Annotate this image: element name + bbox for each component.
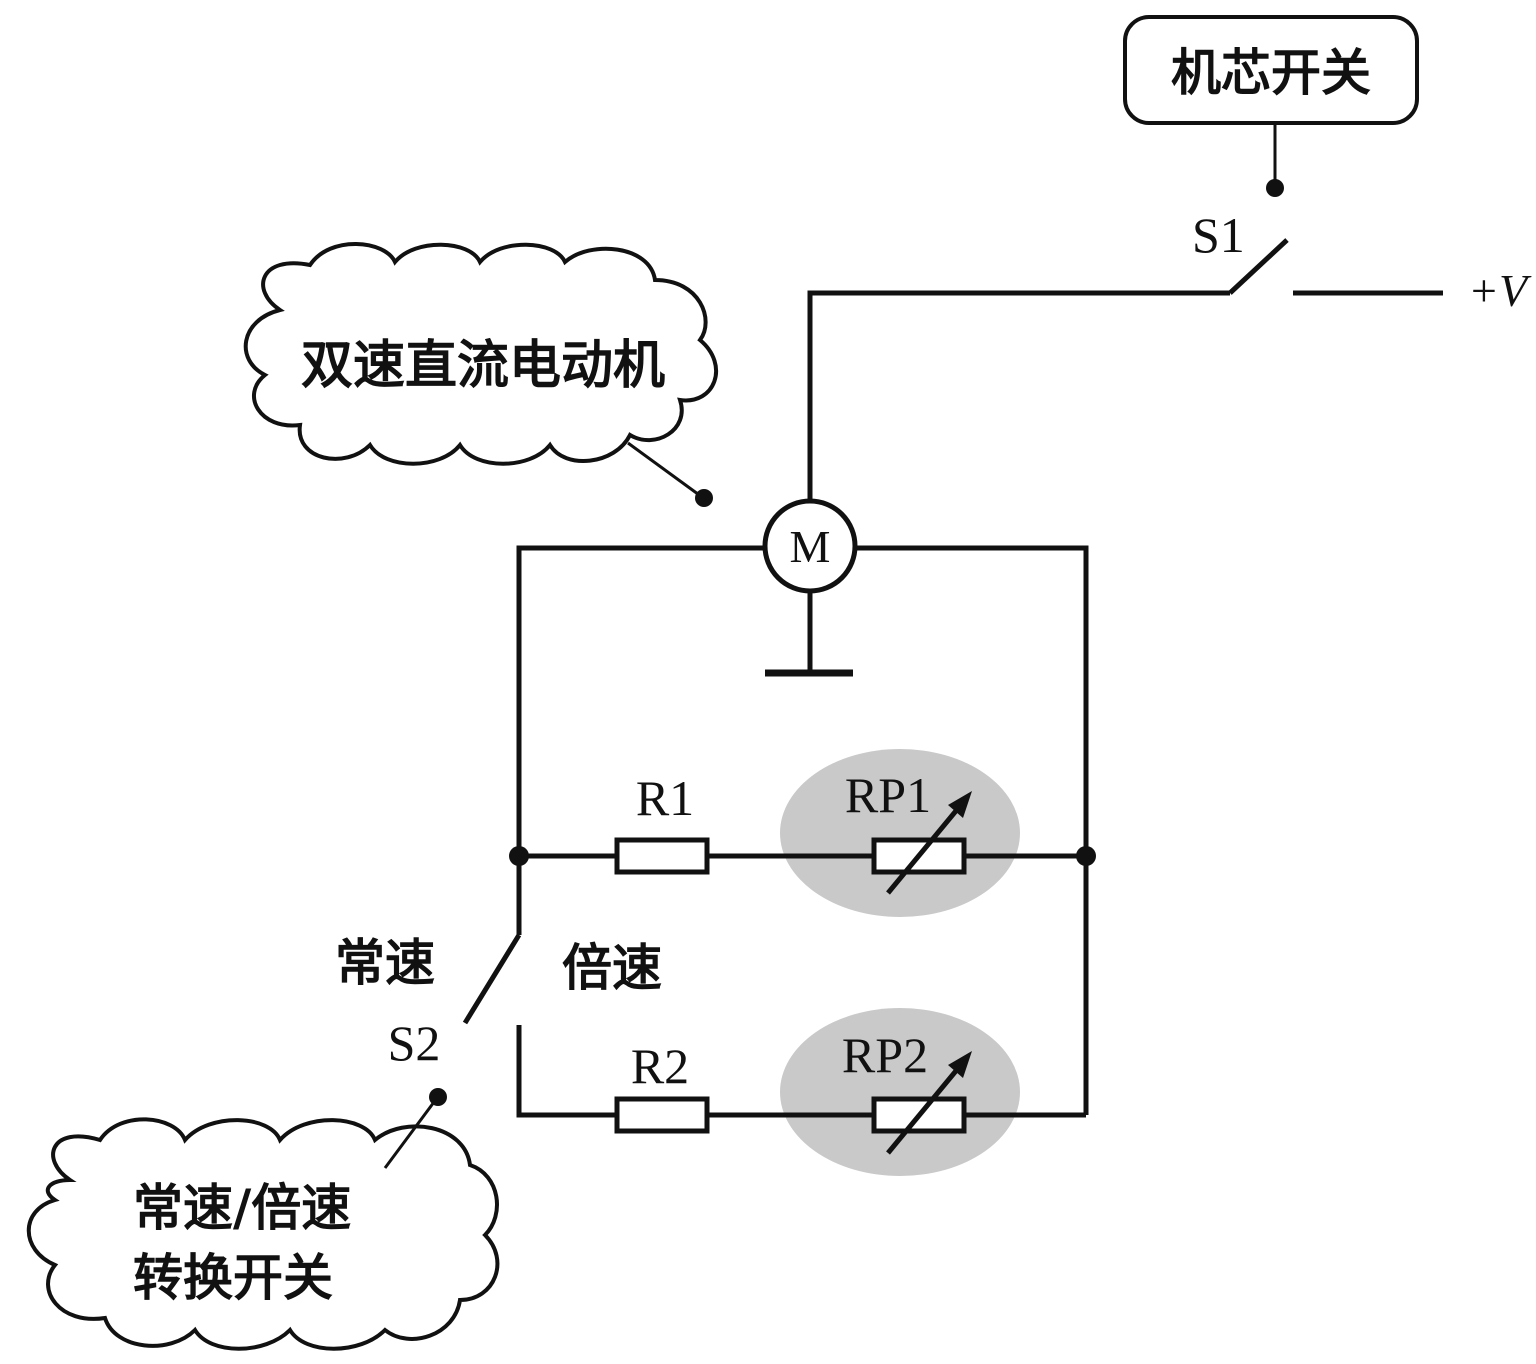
double-speed-label: 倍速 <box>562 939 662 997</box>
s1-label: S1 <box>1192 207 1245 263</box>
branch-normal-speed: R1 RP1 <box>509 749 1096 917</box>
left-frame-wire <box>516 545 765 935</box>
switch-s1: S1 <box>1192 207 1289 295</box>
rp2-arrow <box>886 1064 962 1155</box>
motor-callout-dot <box>695 489 713 507</box>
rp1-arrow-head <box>948 791 972 818</box>
junction-right <box>1076 846 1096 866</box>
resistor-r2 <box>614 1096 710 1134</box>
core-switch-box <box>1123 15 1419 125</box>
top-wire <box>807 290 1230 500</box>
motor-callout-label: 双速直流电动机 <box>301 336 665 396</box>
switch-s2: 常速 倍速 S2 <box>335 933 662 1071</box>
rp2-highlight <box>780 1008 1020 1176</box>
switch-callout-line2: 转换开关 <box>133 1249 333 1307</box>
motor-callout-cloud <box>243 242 719 466</box>
core-switch-pointer-dot <box>1266 179 1284 197</box>
rp1-highlight <box>780 749 1020 917</box>
right-frame-wire <box>855 545 1089 1115</box>
motor-callout: 双速直流电动机 <box>243 242 719 507</box>
motor-label: M <box>790 521 831 572</box>
r2-label: R2 <box>631 1038 689 1094</box>
rp1-label: RP1 <box>845 767 931 823</box>
core-switch-label: 机芯开关 <box>1171 44 1371 102</box>
rp2-arrow-head <box>948 1051 972 1078</box>
motor-m: M <box>762 498 858 594</box>
rp1-arrow <box>886 804 962 895</box>
junction-left <box>509 846 529 866</box>
resistor-r1 <box>614 837 710 875</box>
switch-callout-dot <box>429 1088 447 1106</box>
s2-blade <box>462 933 522 1025</box>
core-switch-callout: 机芯开关 <box>1123 15 1419 197</box>
rp2-label: RP2 <box>842 1027 928 1083</box>
switch-callout-line1: 常速/倍速 <box>133 1179 351 1237</box>
s2-label: S2 <box>388 1015 441 1071</box>
normal-speed-label: 常速 <box>335 934 435 992</box>
r1-label: R1 <box>636 770 694 826</box>
supply-label: +V <box>1468 265 1532 316</box>
switch-callout: 常速/倍速 转换开关 <box>26 1088 500 1351</box>
branch-double-speed: R2 RP2 <box>516 1008 1086 1176</box>
switch-callout-cloud <box>26 1117 500 1351</box>
